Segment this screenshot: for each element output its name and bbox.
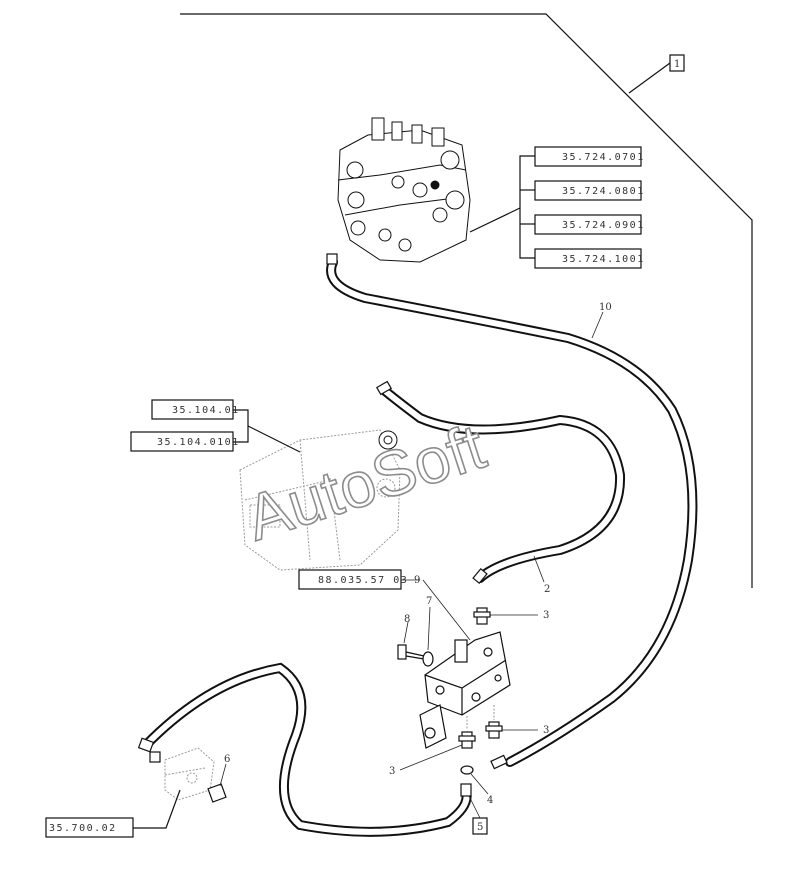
callout-8: 8 — [404, 614, 410, 625]
hose-2-end-fitting — [375, 380, 393, 396]
callout-7: 7 — [426, 596, 432, 607]
valve-ref-4[interactable]: 35.724.1001 — [534, 248, 645, 269]
item-5-reference-box[interactable]: 5 — [472, 817, 488, 835]
gear-pump-illustration — [239, 429, 401, 571]
cap-6-leader — [219, 763, 227, 787]
callout-6: 6 — [224, 754, 230, 765]
hose-2 — [379, 385, 626, 583]
valve-leader — [469, 207, 521, 233]
group-boundary-line — [180, 13, 753, 588]
fitting-3-bottom-leader — [399, 744, 463, 771]
svg-text:88.035.57 03: 88.035.57 03 — [318, 575, 408, 586]
fitting-3-top — [473, 607, 491, 625]
fitting-3-bottom — [458, 731, 476, 749]
hose-2-leader — [533, 555, 545, 583]
callout-4: 4 — [487, 795, 493, 806]
hose-5 — [141, 662, 472, 837]
svg-text:35.724.1001: 35.724.1001 — [562, 254, 645, 265]
svg-text:5: 5 — [477, 822, 483, 833]
hose-10-leader — [591, 311, 604, 339]
callout-9: 9 — [414, 575, 420, 586]
hose-10 — [326, 257, 698, 767]
hose-10-block-fitting — [490, 754, 508, 770]
callout-3-right: 3 — [543, 725, 549, 736]
control-valve-illustration — [337, 117, 471, 263]
hose-10-valve-fitting — [326, 253, 338, 265]
bolt-8-leader — [403, 621, 409, 644]
callout-3-bottom: 3 — [389, 766, 395, 777]
callout-2: 2 — [544, 584, 550, 595]
hose-5-bracket-fitting — [137, 737, 155, 753]
callout-10: 10 — [599, 302, 612, 313]
hose-5-block-fitting — [460, 783, 472, 797]
valve-ref-3[interactable]: 35.724.0901 — [534, 214, 645, 235]
pump-leader — [247, 425, 301, 453]
hose-5-bracket-nut — [149, 751, 161, 763]
valve-ref-2[interactable]: 35.724.0801 — [534, 180, 645, 201]
seal-ring-4 — [460, 765, 474, 775]
group-reference-box[interactable]: 1 — [669, 54, 685, 72]
svg-text:35.724.0801: 35.724.0801 — [562, 186, 645, 197]
svg-text:35.104.01: 35.104.01 — [172, 405, 240, 416]
valve-ref-bracket — [519, 155, 535, 259]
bracket-ref[interactable]: 35.700.02 — [45, 817, 134, 838]
valve-ref-1[interactable]: 35.724.0701 — [534, 146, 645, 167]
block-leader — [422, 579, 471, 641]
washer-7 — [422, 651, 434, 667]
pump-ref-2[interactable]: 35.104.0101 — [130, 431, 240, 452]
fitting-3-right — [485, 721, 503, 739]
seal-4-leader — [470, 773, 489, 795]
bolt-8 — [397, 644, 425, 660]
svg-text:1: 1 — [674, 59, 680, 70]
washer-7-leader — [427, 606, 431, 651]
svg-text:35.700.02: 35.700.02 — [49, 823, 117, 834]
block-ref[interactable]: 88.035.57 03 — [298, 569, 408, 590]
bracket-ref-leader — [133, 789, 181, 829]
svg-text:35.104.0101: 35.104.0101 — [157, 437, 240, 448]
callout-3-top: 3 — [543, 610, 549, 621]
svg-text:35.724.0701: 35.724.0701 — [562, 152, 645, 163]
group-box-leader — [628, 62, 671, 94]
hydraulic-valve-block — [419, 631, 511, 749]
cap-6 — [207, 783, 227, 803]
pump-ref-1[interactable]: 35.104.01 — [151, 399, 240, 420]
mounting-bracket — [164, 747, 215, 801]
hose-2-block-fitting — [472, 567, 488, 585]
svg-text:35.724.0901: 35.724.0901 — [562, 220, 645, 231]
